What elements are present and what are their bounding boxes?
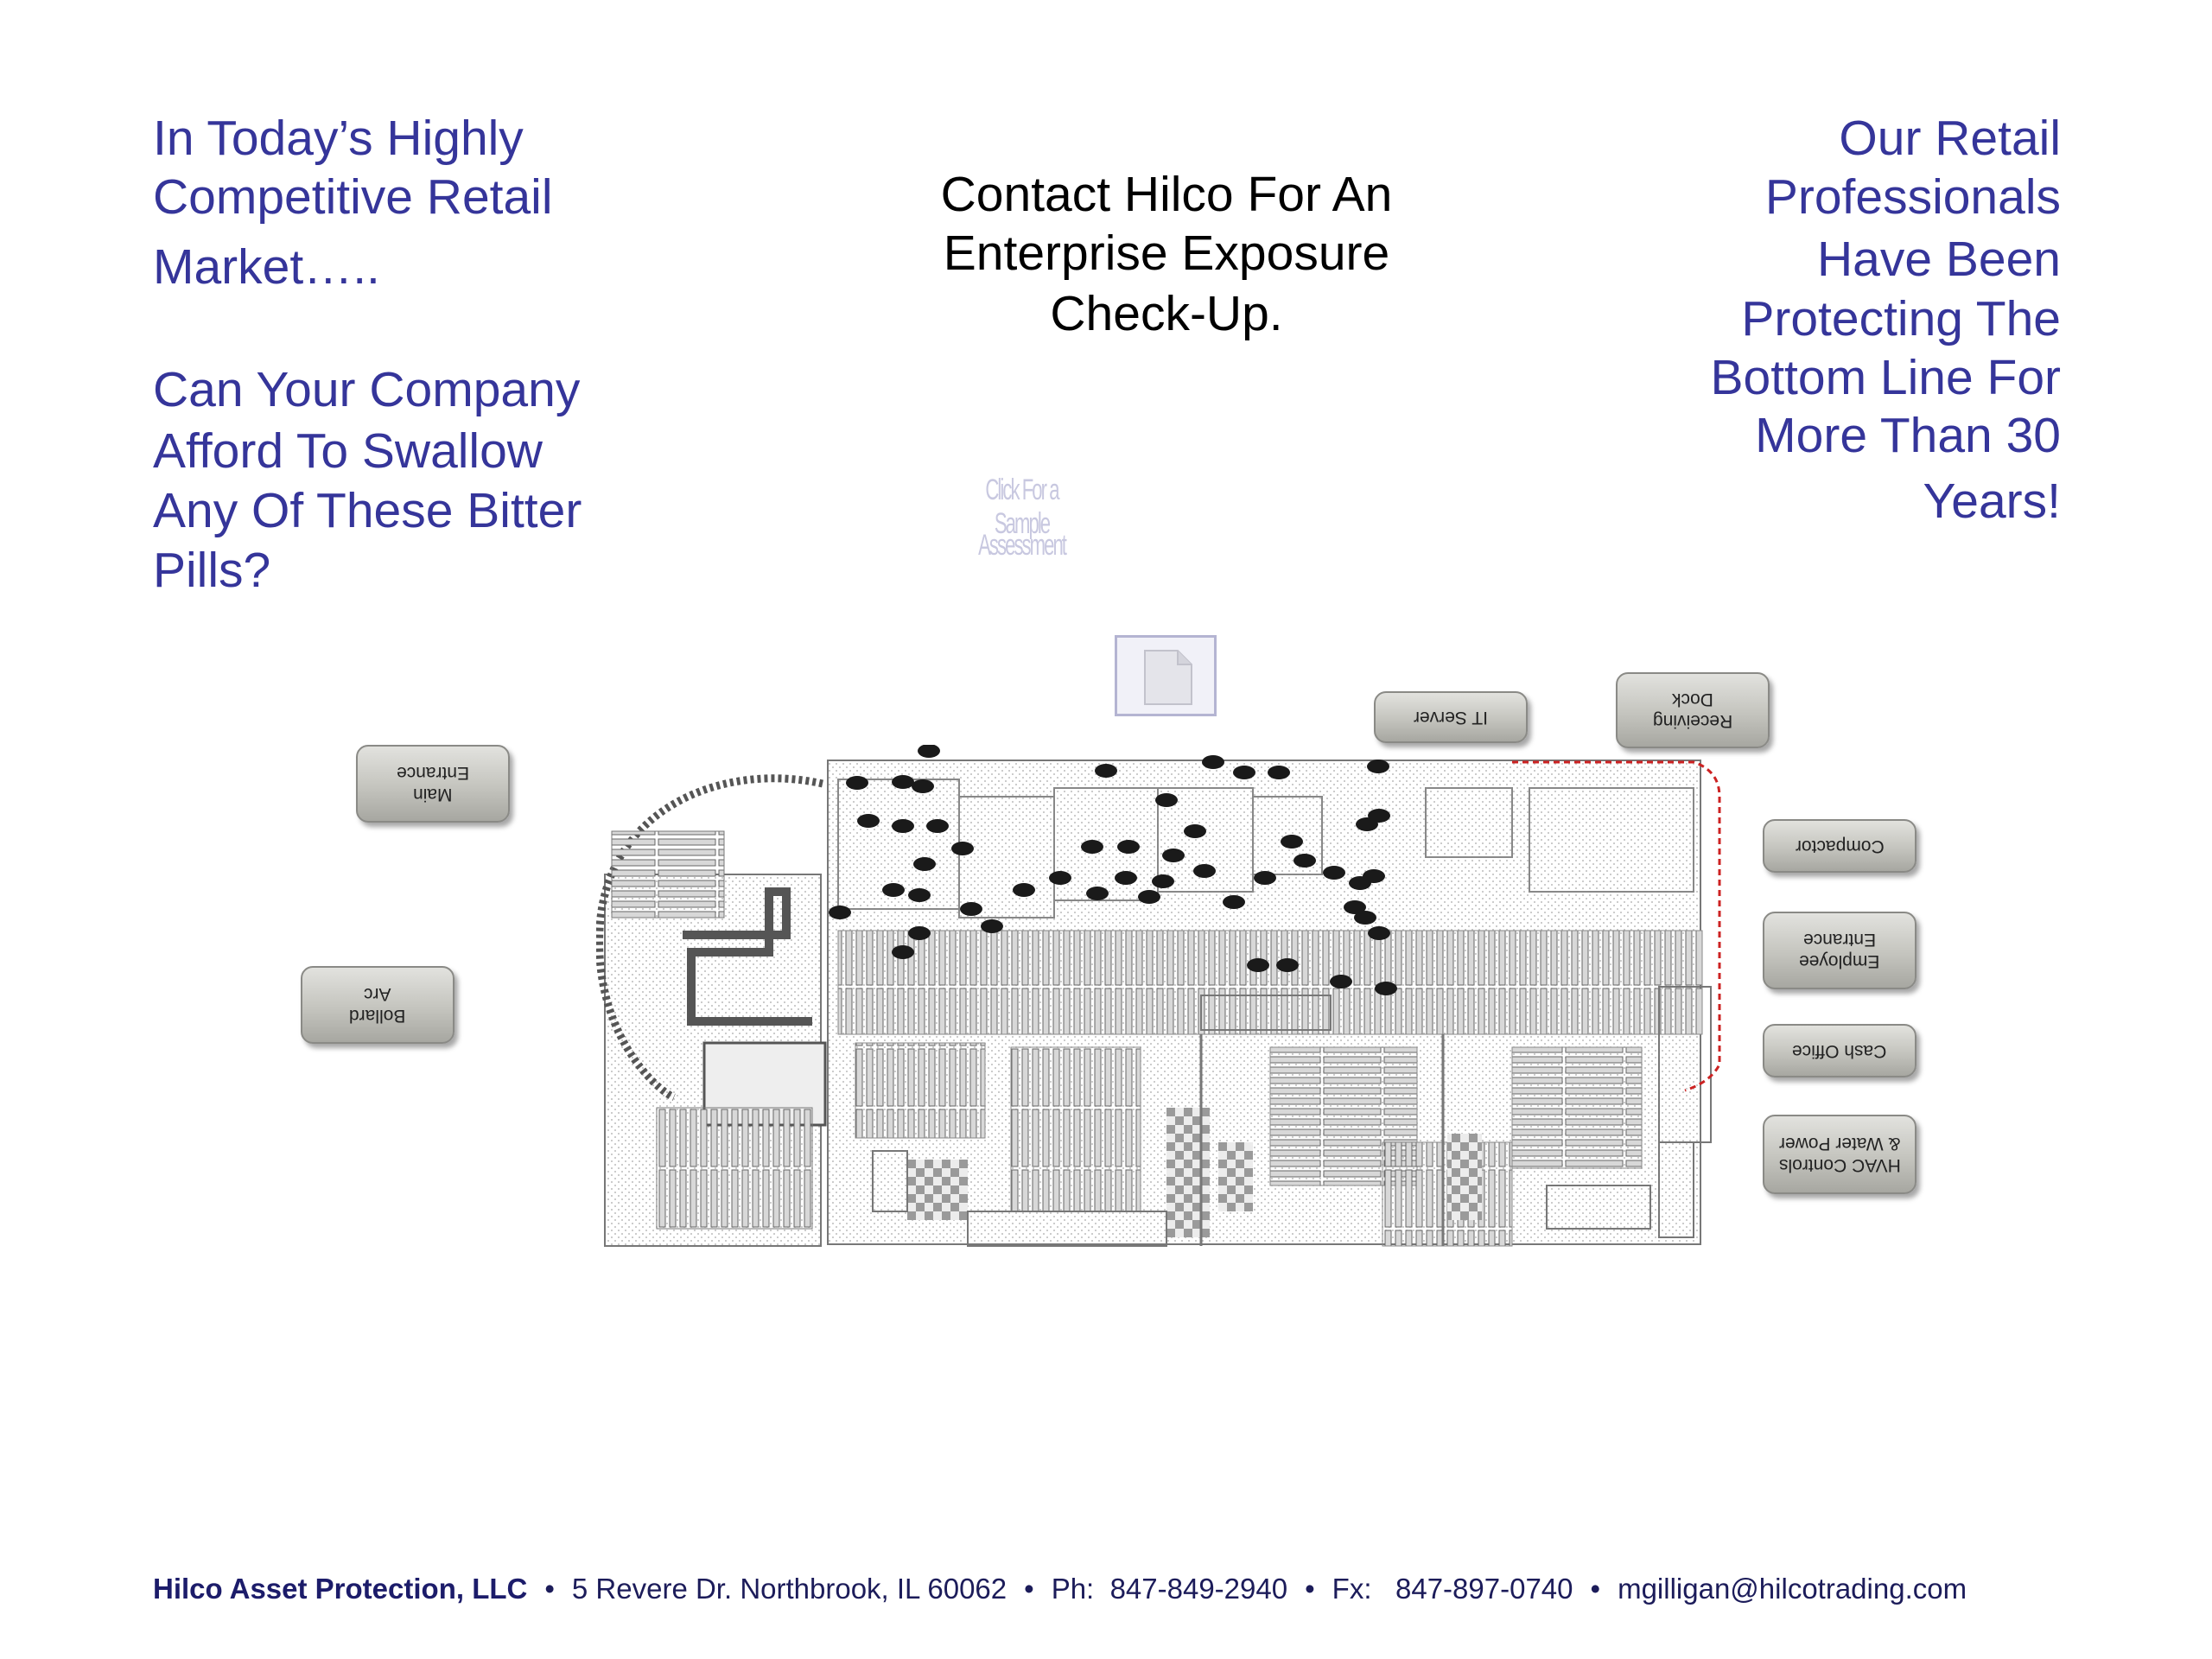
right-line-1: Our Retail <box>1839 111 2061 166</box>
left-line-1: In Today’s Highly <box>153 111 524 166</box>
right-line-5: Bottom Line For <box>1710 350 2061 405</box>
tag-hvac-controls-line-2: HVAC Controls <box>1778 1155 1901 1175</box>
tag-employee-entrance-line-1: Entrance <box>1802 930 1877 950</box>
footer-phone-label: Ph: <box>1051 1573 1095 1605</box>
tag-receiving-dock[interactable]: Dock Receiving <box>1616 672 1770 748</box>
right-line-7: Years! <box>1923 474 2061 529</box>
right-line-3: Have Been <box>1816 232 2061 287</box>
tag-cash-office-line-1: Cash Office <box>1792 1040 1887 1061</box>
left-line-2: Competitive Retail <box>153 169 553 225</box>
tag-bollard-arc-line-1: Arc <box>364 984 391 1004</box>
store-floor-plan <box>596 745 1721 1247</box>
footer-separator: • <box>544 1573 555 1605</box>
footer-fax-label: Fx: <box>1332 1573 1372 1605</box>
tag-main-entrance-line-1: Entrance <box>396 763 470 783</box>
tag-employee-entrance[interactable]: Entrance Employee <box>1763 912 1916 989</box>
left-line-5: Afford To Swallow <box>153 423 543 479</box>
tag-it-server[interactable]: IT Server <box>1374 691 1528 743</box>
tag-cash-office[interactable]: Cash Office <box>1763 1024 1916 1077</box>
tag-hvac-controls-line-1: & Water Power <box>1778 1134 1901 1154</box>
center-line-3: Check-Up. <box>1050 286 1283 341</box>
center-line-1: Contact Hilco For An <box>940 167 1393 222</box>
tag-main-entrance-line-2: Main <box>413 785 453 804</box>
sample-link-line-1[interactable]: Click For a Sample <box>985 474 1059 540</box>
tag-bollard-arc-line-2: Bollard <box>349 1006 406 1026</box>
footer-phone: 847-849-2940 <box>1109 1573 1288 1605</box>
center-line-2: Enterprise Exposure <box>943 226 1390 281</box>
sample-assessment-button[interactable] <box>1115 635 1217 716</box>
right-line-4: Protecting The <box>1741 291 2061 346</box>
right-line-6: More Than 30 <box>1755 408 2061 463</box>
left-line-4: Can Your Company <box>153 362 581 417</box>
footer-separator: • <box>1024 1573 1034 1605</box>
left-line-3: Market….. <box>153 239 380 295</box>
footer-fax: 847-897-0740 <box>1395 1573 1573 1605</box>
tag-compactor[interactable]: Compactor <box>1763 819 1916 873</box>
left-line-6: Any Of These Bitter <box>153 483 582 538</box>
tag-employee-entrance-line-2: Employee <box>1799 951 1880 971</box>
footer-email[interactable]: mgilligan@hilcotrading.com <box>1618 1573 1967 1605</box>
tag-hvac-controls[interactable]: & Water Power HVAC Controls <box>1763 1115 1916 1194</box>
document-icon <box>1144 650 1192 705</box>
tag-receiving-dock-line-1: Dock <box>1672 690 1713 709</box>
left-line-7: Pills? <box>153 543 271 598</box>
footer-company: Hilco Asset Protection, LLC <box>153 1573 528 1605</box>
footer-separator: • <box>1590 1573 1601 1605</box>
footer-address: 5 Revere Dr. Northbrook, IL 60062 <box>571 1573 1007 1605</box>
sample-link-line-2[interactable]: Assessment <box>978 529 1067 562</box>
right-line-2: Professionals <box>1764 169 2061 225</box>
tag-it-server-line-1: IT Server <box>1414 707 1488 728</box>
tag-compactor-line-1: Compactor <box>1795 836 1885 856</box>
tag-receiving-dock-line-2: Receiving <box>1652 711 1733 731</box>
tag-bollard-arc[interactable]: Arc Bollard <box>301 966 454 1044</box>
footer: Hilco Asset Protection, LLC • 5 Revere Dr.… <box>153 1573 1967 1605</box>
tag-main-entrance[interactable]: Entrance Main <box>356 745 510 823</box>
footer-separator: • <box>1305 1573 1315 1605</box>
